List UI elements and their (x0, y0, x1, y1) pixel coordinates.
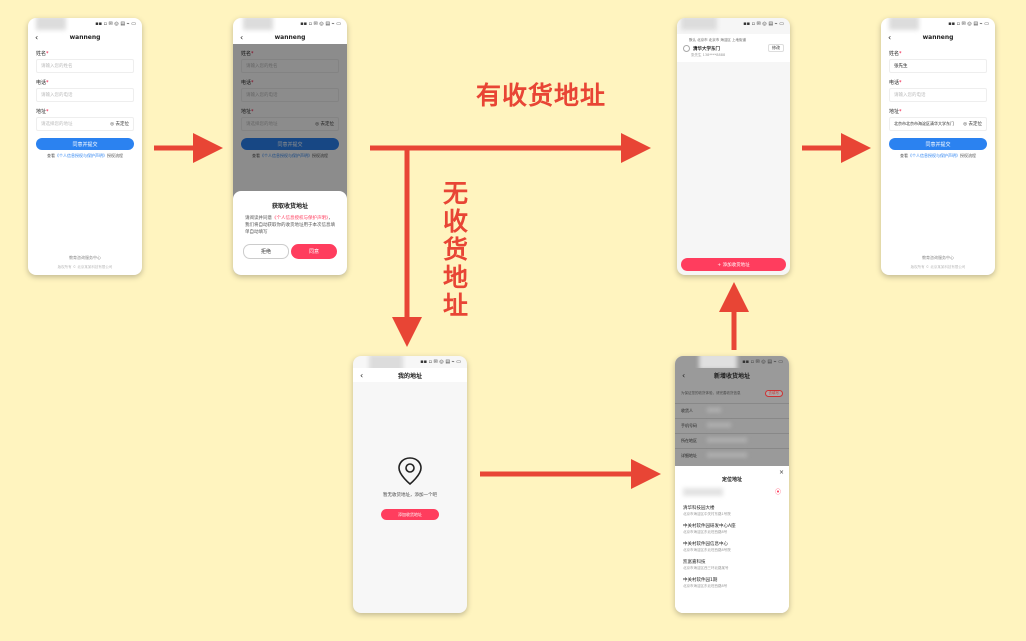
name-input[interactable]: 请输入您的姓名 (241, 59, 339, 73)
allow-button[interactable]: 同意 (291, 244, 337, 259)
edit-button[interactable]: 修改 (768, 44, 784, 52)
screen-form-filled: ▪▪ ▫ ✉ ◎ ▤ ⌁ ▭ ‹ wanneng 姓名* 张先生 电话* 请输入… (881, 18, 995, 275)
submit-button[interactable]: 同意并提交 (889, 138, 987, 150)
poi-list: 清华科技园大楼北京市海淀区中关村东路1号院 中关村软件园研发中心A座北京市海淀区… (675, 502, 789, 592)
status-bar: ▪▪ ▫ ✉ ◎ ▤ ⌁ ▭ (300, 21, 341, 27)
footer: 教育咨询服务中心 (922, 255, 954, 260)
phone-label: 电话* (889, 80, 902, 86)
name-label: 姓名* (889, 51, 902, 57)
blurred-region (681, 18, 717, 30)
current-location[interactable] (683, 487, 723, 496)
name-input[interactable]: 请输入您的姓名 (36, 59, 134, 73)
empty-text: 暂无收货地址，添加一个吧 (383, 493, 437, 498)
form-row[interactable]: 详细地址 (675, 448, 789, 463)
copyright: 版权所有 © 北京某某科技有限公司 (910, 265, 966, 269)
status-bar: ▪▪ ▫ ✉ ◎ ▤ ⌁ ▭ (743, 21, 784, 27)
notice-button[interactable]: 去填写 (764, 390, 783, 397)
locate-button[interactable]: ◎ 去定位 (315, 122, 334, 127)
back-icon[interactable]: ‹ (888, 32, 892, 42)
blurred-region (36, 18, 66, 30)
address-label: 地址* (889, 109, 902, 115)
blurred-region (243, 18, 273, 30)
address-input[interactable]: 请选择您的地址◎ 去定位 (36, 117, 134, 131)
blurred-region (889, 18, 919, 30)
screen-permission-dialog: ▪▪ ▫ ✉ ◎ ▤ ⌁ ▭ ‹ wanneng 姓名* 请输入您的姓名 电话*… (233, 18, 347, 275)
phone-input[interactable]: 请输入您的电话 (241, 88, 339, 102)
submit-button[interactable]: 同意并提交 (241, 138, 339, 150)
page-title: wanneng (922, 33, 954, 41)
page-title: 新增收货地址 (713, 372, 750, 380)
navbar: ‹ wanneng (28, 30, 142, 44)
radio-icon[interactable] (683, 45, 690, 52)
address-tags: 默认 北京市 北京市 海淀区 上地街道 (689, 38, 746, 42)
navbar: ‹ 新增收货地址 (675, 368, 789, 382)
screen-locate-address: ▪▪ ▫ ✉ ◎ ▤ ⌁ ▭ ‹ 新增收货地址 为保证您的收货体验，请完善收货信… (675, 356, 789, 613)
navbar: ‹ wanneng (881, 30, 995, 44)
add-address-button[interactable]: 添加收货地址 (381, 509, 439, 520)
permission-sheet: 获取收货地址 请阅读并同意《个人信息授权与保护声明》，我们将自动获取你的收货地址… (233, 191, 347, 275)
locate-button[interactable]: ◎ 去定位 (963, 122, 982, 127)
page-title: 我的地址 (397, 372, 422, 380)
close-icon[interactable]: × (778, 469, 784, 476)
page-title: wanneng (274, 33, 306, 41)
navbar: ‹ 我的地址 (353, 368, 467, 382)
dialog-body: 请阅读并同意《个人信息授权与保护声明》，我们将自动获取你的收货地址用于本次信息填… (245, 216, 335, 235)
phone-label: 电话* (241, 80, 254, 86)
copyright: 版权所有 © 北京某某科技有限公司 (57, 265, 113, 269)
submit-button[interactable]: 同意并提交 (36, 138, 134, 150)
poi-item[interactable]: 中关村软件园研发中心A座北京市海淀区东北旺西路8号 (683, 524, 736, 534)
agreement-text: 查看《个人信息授权与保护声明》授权流程 (900, 153, 976, 158)
back-icon[interactable]: ‹ (240, 32, 244, 42)
notice-text: 为保证您的收货体验，请完善收货信息 (681, 391, 741, 395)
poi-item[interactable]: 凯富嘉科技北京市海淀区西三环北路某号 (683, 560, 729, 570)
page-title: wanneng (69, 33, 101, 41)
address-input[interactable]: 请选择您的地址◎ 去定位 (241, 117, 339, 131)
address-contact: 张先生 138****8888 (691, 53, 726, 57)
name-label: 姓名* (36, 51, 49, 57)
location-pin-icon (398, 457, 422, 486)
label-has-address: 有收货地址 (476, 81, 607, 110)
address-card[interactable]: 默认 北京市 北京市 海淀区 上地街道 清华大学东门 张先生 138****88… (677, 34, 790, 62)
status-bar: ▪▪ ▫ ✉ ◎ ▤ ⌁ ▭ (420, 359, 461, 365)
status-bar: ▪▪ ▫ ✉ ◎ ▤ ⌁ ▭ (948, 21, 989, 27)
phone-input[interactable]: 请输入您的电话 (36, 88, 134, 102)
reject-button[interactable]: 拒绝 (243, 244, 289, 259)
screen-form-empty: ▪▪ ▫ ✉ ◎ ▤ ⌁ ▭ ‹ wanneng 姓名* 请输入您的姓名 电话*… (28, 18, 142, 275)
form-background: 为保证您的收货体验，请完善收货信息 去填写 收货人 手机号码 所在地区 详细地址 (675, 382, 789, 466)
locate-button[interactable]: ◎ 去定位 (110, 122, 129, 127)
address-input[interactable]: 北京市北京市海淀区清华大学东门◎ 去定位 (889, 117, 987, 131)
name-input[interactable]: 张先生 (889, 59, 987, 73)
dialog-link[interactable]: 《个人信息授权与保护声明》 (272, 216, 329, 221)
locate-sheet: 定位地址 × ⦿ 清华科技园大楼北京市海淀区中关村东路1号院 中关村软件园研发中… (675, 466, 789, 613)
poi-item[interactable]: 中关村软件园1期北京市海淀区东北旺西路8号 (683, 578, 728, 588)
dialog-title: 获取收货地址 (271, 203, 308, 210)
agreement-text: 查看《个人信息授权与保护声明》授权流程 (252, 153, 328, 158)
address-name: 清华大学东门 (693, 46, 720, 52)
address-label: 地址* (36, 109, 49, 115)
footer: 教育咨询服务中心 (69, 255, 101, 260)
sheet-title: 定位地址 (721, 477, 742, 483)
poi-item[interactable]: 清华科技园大楼北京市海淀区中关村东路1号院 (683, 506, 731, 516)
blurred-region (699, 356, 737, 370)
back-icon[interactable]: ‹ (682, 370, 686, 380)
phone-input[interactable]: 请输入您的电话 (889, 88, 987, 102)
status-bar: ▪▪ ▫ ✉ ◎ ▤ ⌁ ▭ (95, 21, 136, 27)
back-icon[interactable]: ‹ (360, 370, 364, 380)
phone-label: 电话* (36, 80, 49, 86)
location-pin-icon[interactable]: ⦿ (774, 489, 781, 496)
back-icon[interactable]: ‹ (35, 32, 39, 42)
add-address-button[interactable]: + 添加收货地址 (681, 258, 786, 271)
form-row[interactable]: 收货人 (675, 403, 789, 418)
name-label: 姓名* (241, 51, 254, 57)
agreement-text: 查看《个人信息授权与保护声明》授权流程 (47, 153, 123, 158)
form-row[interactable]: 所在地区 (675, 433, 789, 448)
poi-item[interactable]: 中关村软件园信息中心北京市海淀区东北旺西路8号院 (683, 542, 731, 552)
agreement-link[interactable]: 《个人信息授权与保护声明》 (55, 153, 107, 158)
screen-empty-address: ▪▪ ▫ ✉ ◎ ▤ ⌁ ▭ ‹ 我的地址 暂无收货地址，添加一个吧 添加收货地… (353, 356, 467, 613)
screen-address-list: ▪▪ ▫ ✉ ◎ ▤ ⌁ ▭ 默认 北京市 北京市 海淀区 上地街道 清华大学东… (677, 18, 790, 275)
label-no-address: 无 收 货 地 址 (443, 179, 469, 320)
address-label: 地址* (241, 109, 254, 115)
form-row[interactable]: 手机号码 (675, 418, 789, 433)
navbar: ‹ wanneng (233, 30, 347, 44)
